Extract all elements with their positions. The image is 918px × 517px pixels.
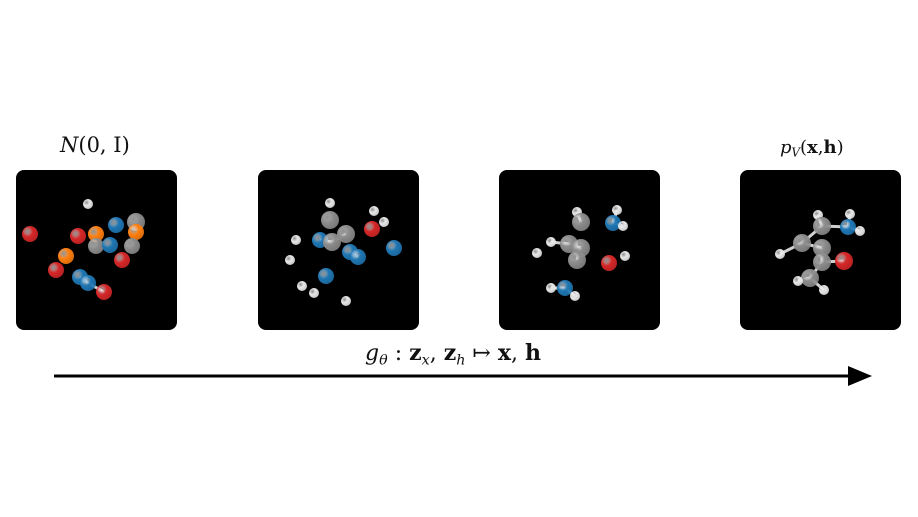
map-comma: , — [429, 341, 444, 366]
target-distribution-label: pV(x,h) — [780, 137, 844, 160]
atom-gray — [124, 238, 140, 254]
prior-args: (0, I) — [78, 133, 130, 157]
atom-red — [601, 255, 617, 271]
atom-white — [325, 198, 335, 208]
prior-symbol: N — [60, 133, 79, 157]
atom-white — [845, 209, 855, 219]
atom-red — [70, 228, 86, 244]
atom-gray — [813, 239, 831, 257]
map-g: g — [365, 341, 380, 366]
map-z1: z — [409, 340, 422, 366]
atom-gray — [813, 217, 831, 235]
atom-blue — [605, 215, 621, 231]
atom-blue — [108, 217, 124, 233]
target-close: ) — [836, 137, 844, 158]
atom-gray — [801, 269, 819, 287]
molecule-panel-noise — [16, 170, 177, 330]
atom-white — [83, 199, 93, 209]
atom-white — [618, 221, 628, 231]
target-open: ( — [799, 137, 808, 158]
map-x: x — [497, 340, 511, 366]
target-p: p — [780, 137, 792, 158]
atom-orange — [88, 226, 104, 242]
prior-distribution-label: N(0, I) — [60, 133, 130, 157]
atom-white — [297, 281, 307, 291]
atom-orange — [128, 224, 144, 240]
atom-white — [379, 217, 389, 227]
atom-orange — [58, 248, 74, 264]
atom-white — [775, 249, 785, 259]
mapping-label: gθ : zx, zh ↦ x, h — [365, 340, 541, 368]
map-arrow-symbol: ↦ — [465, 341, 498, 366]
flow-arrow-head — [848, 366, 872, 386]
atom-white — [819, 285, 829, 295]
atom-white — [546, 283, 556, 293]
molecule-view-3 — [532, 205, 630, 301]
atom-white — [620, 251, 630, 261]
map-z2: z — [443, 340, 457, 366]
atom-blue — [80, 275, 96, 291]
map-sub2: h — [456, 352, 466, 369]
molecule-panel-step-3 — [499, 170, 660, 330]
target-sep: , — [817, 137, 824, 158]
atom-white — [855, 226, 865, 236]
atom-gray — [321, 211, 339, 229]
atom-white — [285, 255, 295, 265]
atom-gray — [813, 253, 831, 271]
atom-white — [532, 248, 542, 258]
atom-blue — [102, 237, 118, 253]
atom-white — [612, 205, 622, 215]
flow-arrow — [54, 366, 872, 386]
molecule-view-2 — [285, 198, 402, 306]
atom-white — [546, 237, 556, 247]
atom-blue — [350, 249, 366, 265]
atom-red — [96, 284, 112, 300]
atom-white — [570, 291, 580, 301]
atom-white — [341, 296, 351, 306]
atom-gray — [323, 233, 341, 251]
atom-red — [114, 252, 130, 268]
map-comma2: , — [510, 341, 525, 366]
molecule-view-4 — [775, 209, 865, 295]
molecule-panel-final — [740, 170, 901, 330]
map-sub1: x — [421, 352, 430, 369]
atom-gray — [568, 251, 586, 269]
atom-gray — [793, 234, 811, 252]
atom-blue — [386, 240, 402, 256]
atom-blue — [840, 219, 856, 235]
molecule-panel-step-2 — [258, 170, 419, 330]
map-h: h — [524, 340, 541, 366]
map-colon: : — [387, 341, 410, 366]
target-x: x — [807, 137, 818, 158]
atom-gray — [572, 213, 590, 231]
atom-red — [364, 221, 380, 237]
atom-white — [369, 206, 379, 216]
atom-white — [291, 235, 301, 245]
atom-red — [835, 252, 853, 270]
atom-gray — [88, 238, 104, 254]
atom-red — [22, 226, 38, 242]
atom-blue — [557, 280, 573, 296]
molecule-view-1 — [22, 199, 145, 300]
atom-blue — [318, 268, 334, 284]
atom-white — [309, 288, 319, 298]
map-theta: θ — [379, 352, 388, 369]
atom-gray — [337, 225, 355, 243]
target-h: h — [823, 137, 837, 158]
atom-red — [48, 262, 64, 278]
target-sub: V — [791, 145, 800, 160]
atom-white — [793, 276, 803, 286]
